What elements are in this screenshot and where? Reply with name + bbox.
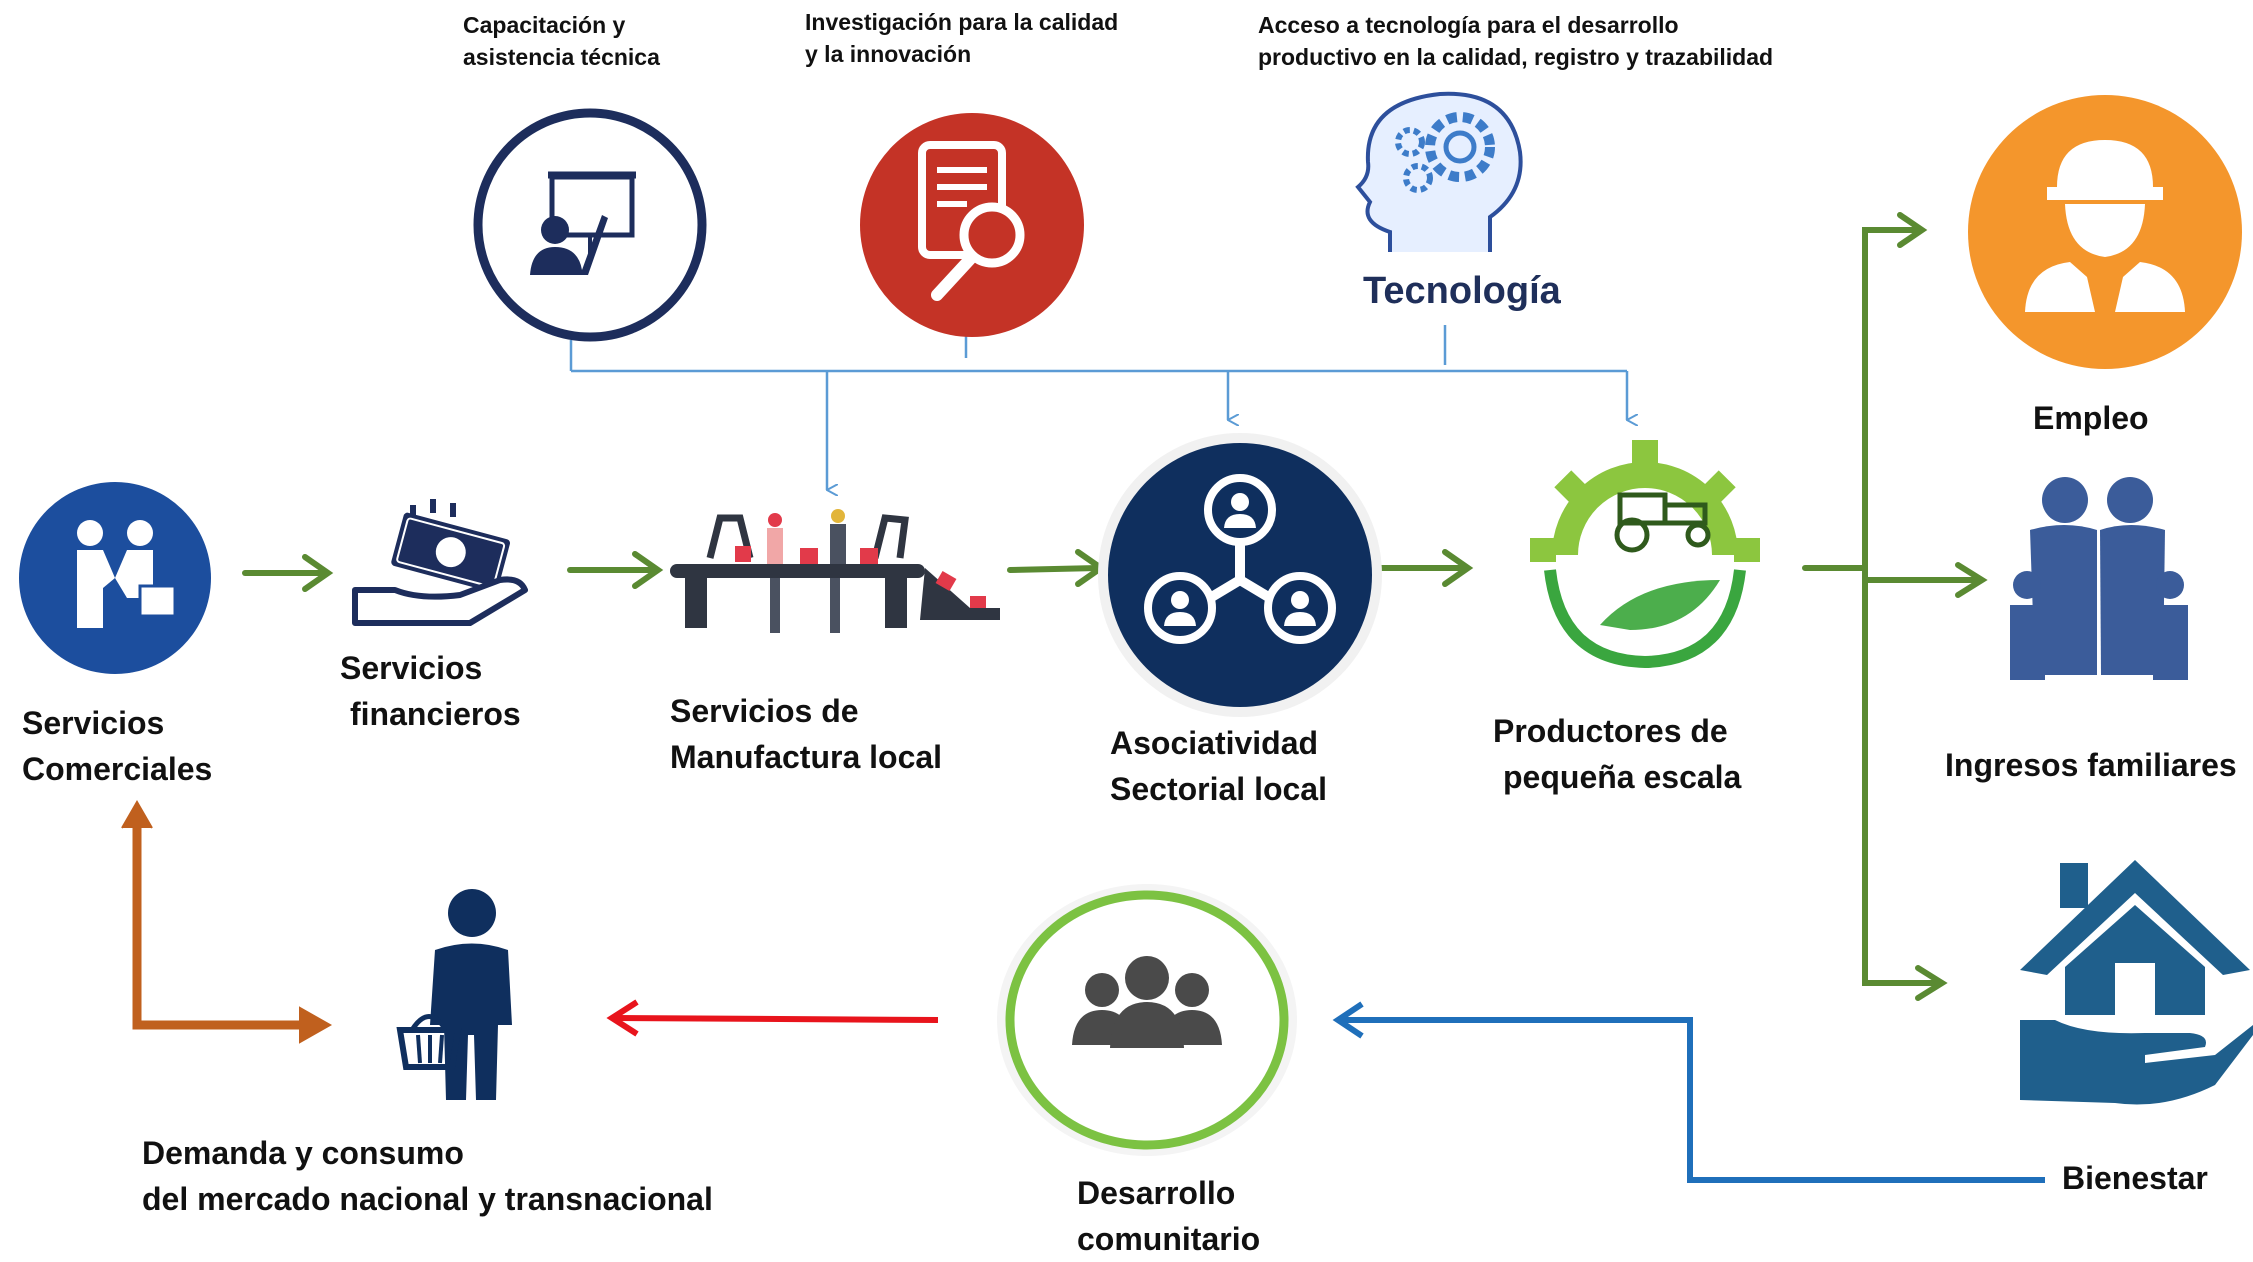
community-group-icon	[997, 884, 1297, 1156]
productores-label: Productores de pequeña escala	[1493, 713, 1742, 795]
training-icon	[473, 108, 707, 342]
factory-conveyor-icon	[670, 509, 1000, 633]
tech-connector-lines	[569, 316, 1627, 490]
orange-arrow	[121, 799, 333, 1044]
demanda-label: Demanda y consumo del mercado nacional y…	[142, 1135, 713, 1217]
servicios-financieros-label: Servicios financieros	[340, 650, 521, 732]
manufactura-label: Servicios de Manufactura local	[670, 693, 943, 775]
tecnologia-label: Tecnología	[1363, 270, 1561, 312]
empleo-label: Empleo	[2033, 400, 2149, 436]
brain-gear-icon	[1355, 91, 1523, 252]
ingresos-label: Ingresos familiares	[1945, 747, 2237, 783]
house-hand-icon	[2020, 860, 2253, 1105]
family-icon	[2010, 477, 2188, 680]
worker-icon	[1968, 95, 2242, 369]
handshake-icon	[19, 482, 211, 674]
red-arrow	[606, 999, 939, 1037]
bienestar-label: Bienestar	[2062, 1160, 2208, 1196]
network-people-icon	[1098, 433, 1382, 717]
money-hand-icon	[352, 499, 528, 626]
tractor-gear-icon	[1530, 440, 1760, 669]
servicios-comerciales-label: Servicios Comerciales	[22, 705, 213, 787]
capacitacion-label: Capacitación y asistencia técnica	[463, 12, 660, 70]
acceso-label: Acceso a tecnología para el desarrollo p…	[1258, 12, 1774, 70]
research-icon	[860, 113, 1084, 337]
asociatividad-label: Asociatividad Sectorial local	[1110, 725, 1327, 807]
shopper-icon	[396, 889, 512, 1100]
desarrollo-label: Desarrollo comunitario	[1077, 1175, 1261, 1257]
investigacion-label: Investigación para la calidad y la innov…	[805, 9, 1119, 67]
blue-return-arrow	[1332, 1001, 2045, 1183]
